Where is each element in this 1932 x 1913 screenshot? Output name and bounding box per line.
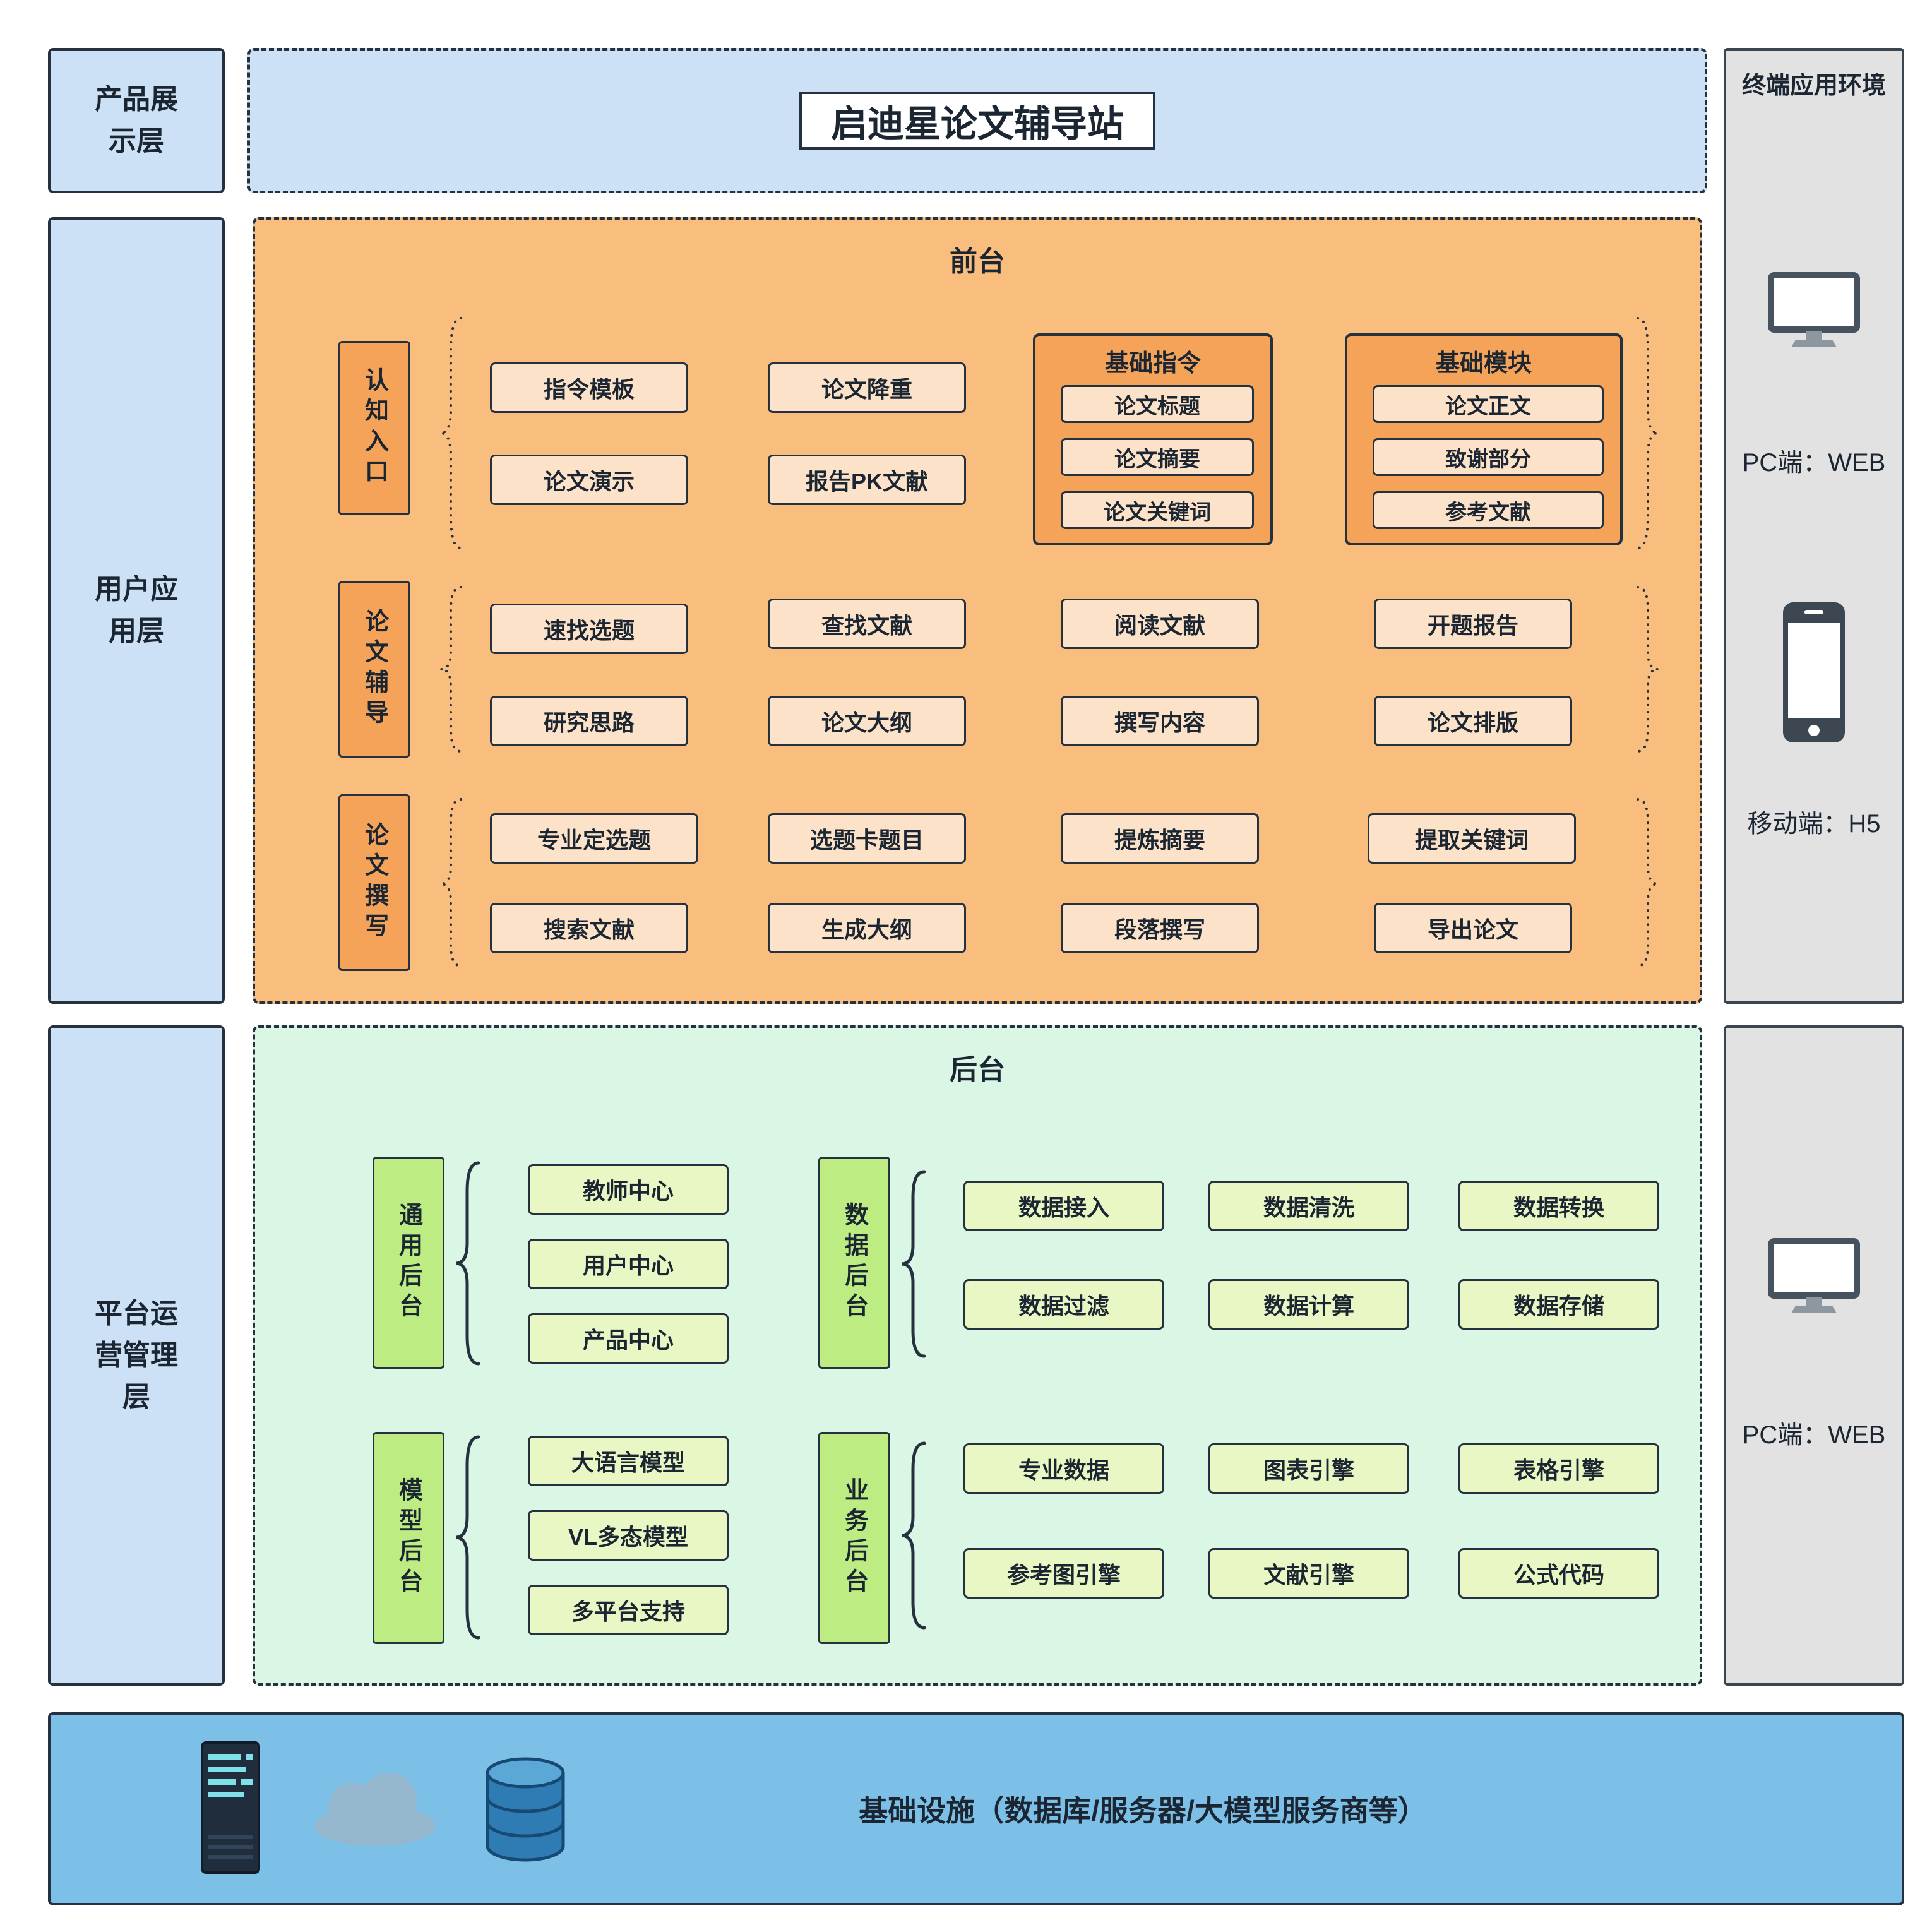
dotted-brace-left-icon: [440, 317, 462, 549]
frontend-item: 查找文献: [768, 599, 966, 649]
backend-item: 公式代码: [1458, 1548, 1659, 1599]
backend-item: 数据清洗: [1208, 1181, 1409, 1231]
layer-user-application: 用户应用层: [48, 217, 225, 1004]
frontend-item: 研究思路: [490, 696, 688, 746]
subgroup-item: 论文标题: [1061, 385, 1254, 423]
infrastructure-label: 基础设施（数据库/服务器/大模型服务商等）: [859, 1794, 1427, 1827]
cloud-icon: [314, 1773, 436, 1846]
monitor-icon: [1768, 272, 1860, 347]
backend-item: 数据过滤: [963, 1279, 1164, 1330]
backend-section-label: 后台: [950, 1054, 1005, 1085]
subgroup-item: 致谢部分: [1373, 438, 1604, 476]
subgroup-title: 基础指令: [1104, 350, 1201, 377]
layer-label: 产品展示层: [95, 84, 178, 157]
backend-group-label-business: 业务后台: [818, 1432, 890, 1644]
backend-item: 参考图引擎: [963, 1548, 1164, 1599]
frontend-group-label-paper-tutoring: 论文辅导: [338, 581, 410, 758]
terminal-pc-web-label: PC端：WEB: [1742, 449, 1886, 477]
layer-product-display: 产品展示层: [48, 48, 225, 193]
monitor-icon: [1768, 1238, 1860, 1313]
frontend-item: 指令模板: [490, 362, 688, 413]
server-icon: [201, 1741, 260, 1874]
backend-group-label-general: 通用后台: [373, 1157, 444, 1369]
product-display-band: 启迪星论文辅导站: [247, 48, 1707, 193]
frontend-item: 论文大纲: [768, 696, 966, 746]
terminal-mobile-h5-label: 移动端：H5: [1747, 810, 1881, 838]
frontend-item: 专业定选题: [490, 813, 698, 864]
frontend-item: 论文演示: [490, 455, 688, 505]
frontend-item: 开题报告: [1374, 599, 1572, 649]
brace-icon: [455, 1161, 480, 1366]
backend-item: 用户中心: [528, 1239, 729, 1289]
frontend-item: 论文降重: [768, 362, 966, 413]
frontend-item: 论文排版: [1374, 696, 1572, 746]
frontend-item: 段落撰写: [1061, 903, 1259, 953]
layer-platform-operation: 平台运营管理层: [48, 1025, 225, 1686]
subgroup-item: 论文摘要: [1061, 438, 1254, 476]
frontend-item: 撰写内容: [1061, 696, 1259, 746]
backend-item: 教师中心: [528, 1164, 729, 1215]
layer-label: 用户应用层: [95, 574, 178, 647]
dotted-brace-right-icon: [1637, 798, 1659, 967]
subgroup-item: 论文关键词: [1061, 491, 1254, 529]
backend-item: 大语言模型: [528, 1436, 729, 1486]
dotted-brace-right-icon: [1637, 317, 1659, 549]
brace-icon: [901, 1170, 926, 1358]
backend-item: 多平台支持: [528, 1585, 729, 1635]
backend-item: 数据转换: [1458, 1181, 1659, 1231]
frontend-item: 生成大纲: [768, 903, 966, 953]
subgroup-basic-commands: 基础指令 论文标题 论文摘要 论文关键词: [1033, 333, 1273, 545]
page-title: 启迪星论文辅导站: [799, 92, 1155, 150]
terminal-env-panel: [1724, 48, 1904, 1004]
backend-group-label-model: 模型后台: [373, 1432, 444, 1644]
subgroup-item: 论文正文: [1373, 385, 1604, 423]
backend-item: 数据计算: [1208, 1279, 1409, 1330]
frontend-group-label-paper-writing: 论文撰写: [338, 794, 410, 971]
backend-item: 数据存储: [1458, 1279, 1659, 1330]
backend-item: 专业数据: [963, 1443, 1164, 1494]
frontend-group-label-cognition-entry: 认知入口: [338, 341, 410, 515]
layer-label: 平台运营管理层: [95, 1298, 178, 1412]
frontend-item: 选题卡题目: [768, 813, 966, 864]
subgroup-basic-modules: 基础模块 论文正文 致谢部分 参考文献: [1345, 333, 1623, 545]
subgroup-item: 参考文献: [1373, 491, 1604, 529]
smartphone-icon: [1783, 602, 1845, 742]
backend-item: 图表引擎: [1208, 1443, 1409, 1494]
terminal-pc-web-label-2: PC端：WEB: [1742, 1421, 1886, 1449]
terminal-env-panel-2: [1724, 1025, 1904, 1686]
frontend-item: 搜索文献: [490, 903, 688, 953]
frontend-item: 速找选题: [490, 604, 688, 654]
database-icon: [486, 1757, 565, 1862]
subgroup-title: 基础模块: [1435, 350, 1532, 377]
backend-item: 文献引擎: [1208, 1548, 1409, 1599]
frontend-item: 报告PK文献: [768, 455, 966, 505]
backend-item: VL多态模型: [528, 1510, 729, 1561]
brace-icon: [901, 1441, 926, 1630]
backend-item: 表格引擎: [1458, 1443, 1659, 1494]
backend-group-label-data: 数据后台: [818, 1157, 890, 1369]
terminal-env-title: 终端应用环境: [1741, 73, 1886, 99]
frontend-item: 提炼摘要: [1061, 813, 1259, 864]
backend-item: 产品中心: [528, 1313, 729, 1364]
frontend-section-label: 前台: [950, 246, 1005, 277]
backend-item: 数据接入: [963, 1181, 1164, 1231]
dotted-brace-right-icon: [1637, 586, 1659, 753]
brace-icon: [455, 1435, 480, 1640]
dotted-brace-left-icon: [440, 798, 462, 967]
frontend-item: 阅读文献: [1061, 599, 1259, 649]
frontend-item: 导出论文: [1374, 903, 1572, 953]
frontend-item: 提取关键词: [1368, 813, 1576, 864]
dotted-brace-left-icon: [440, 586, 462, 753]
